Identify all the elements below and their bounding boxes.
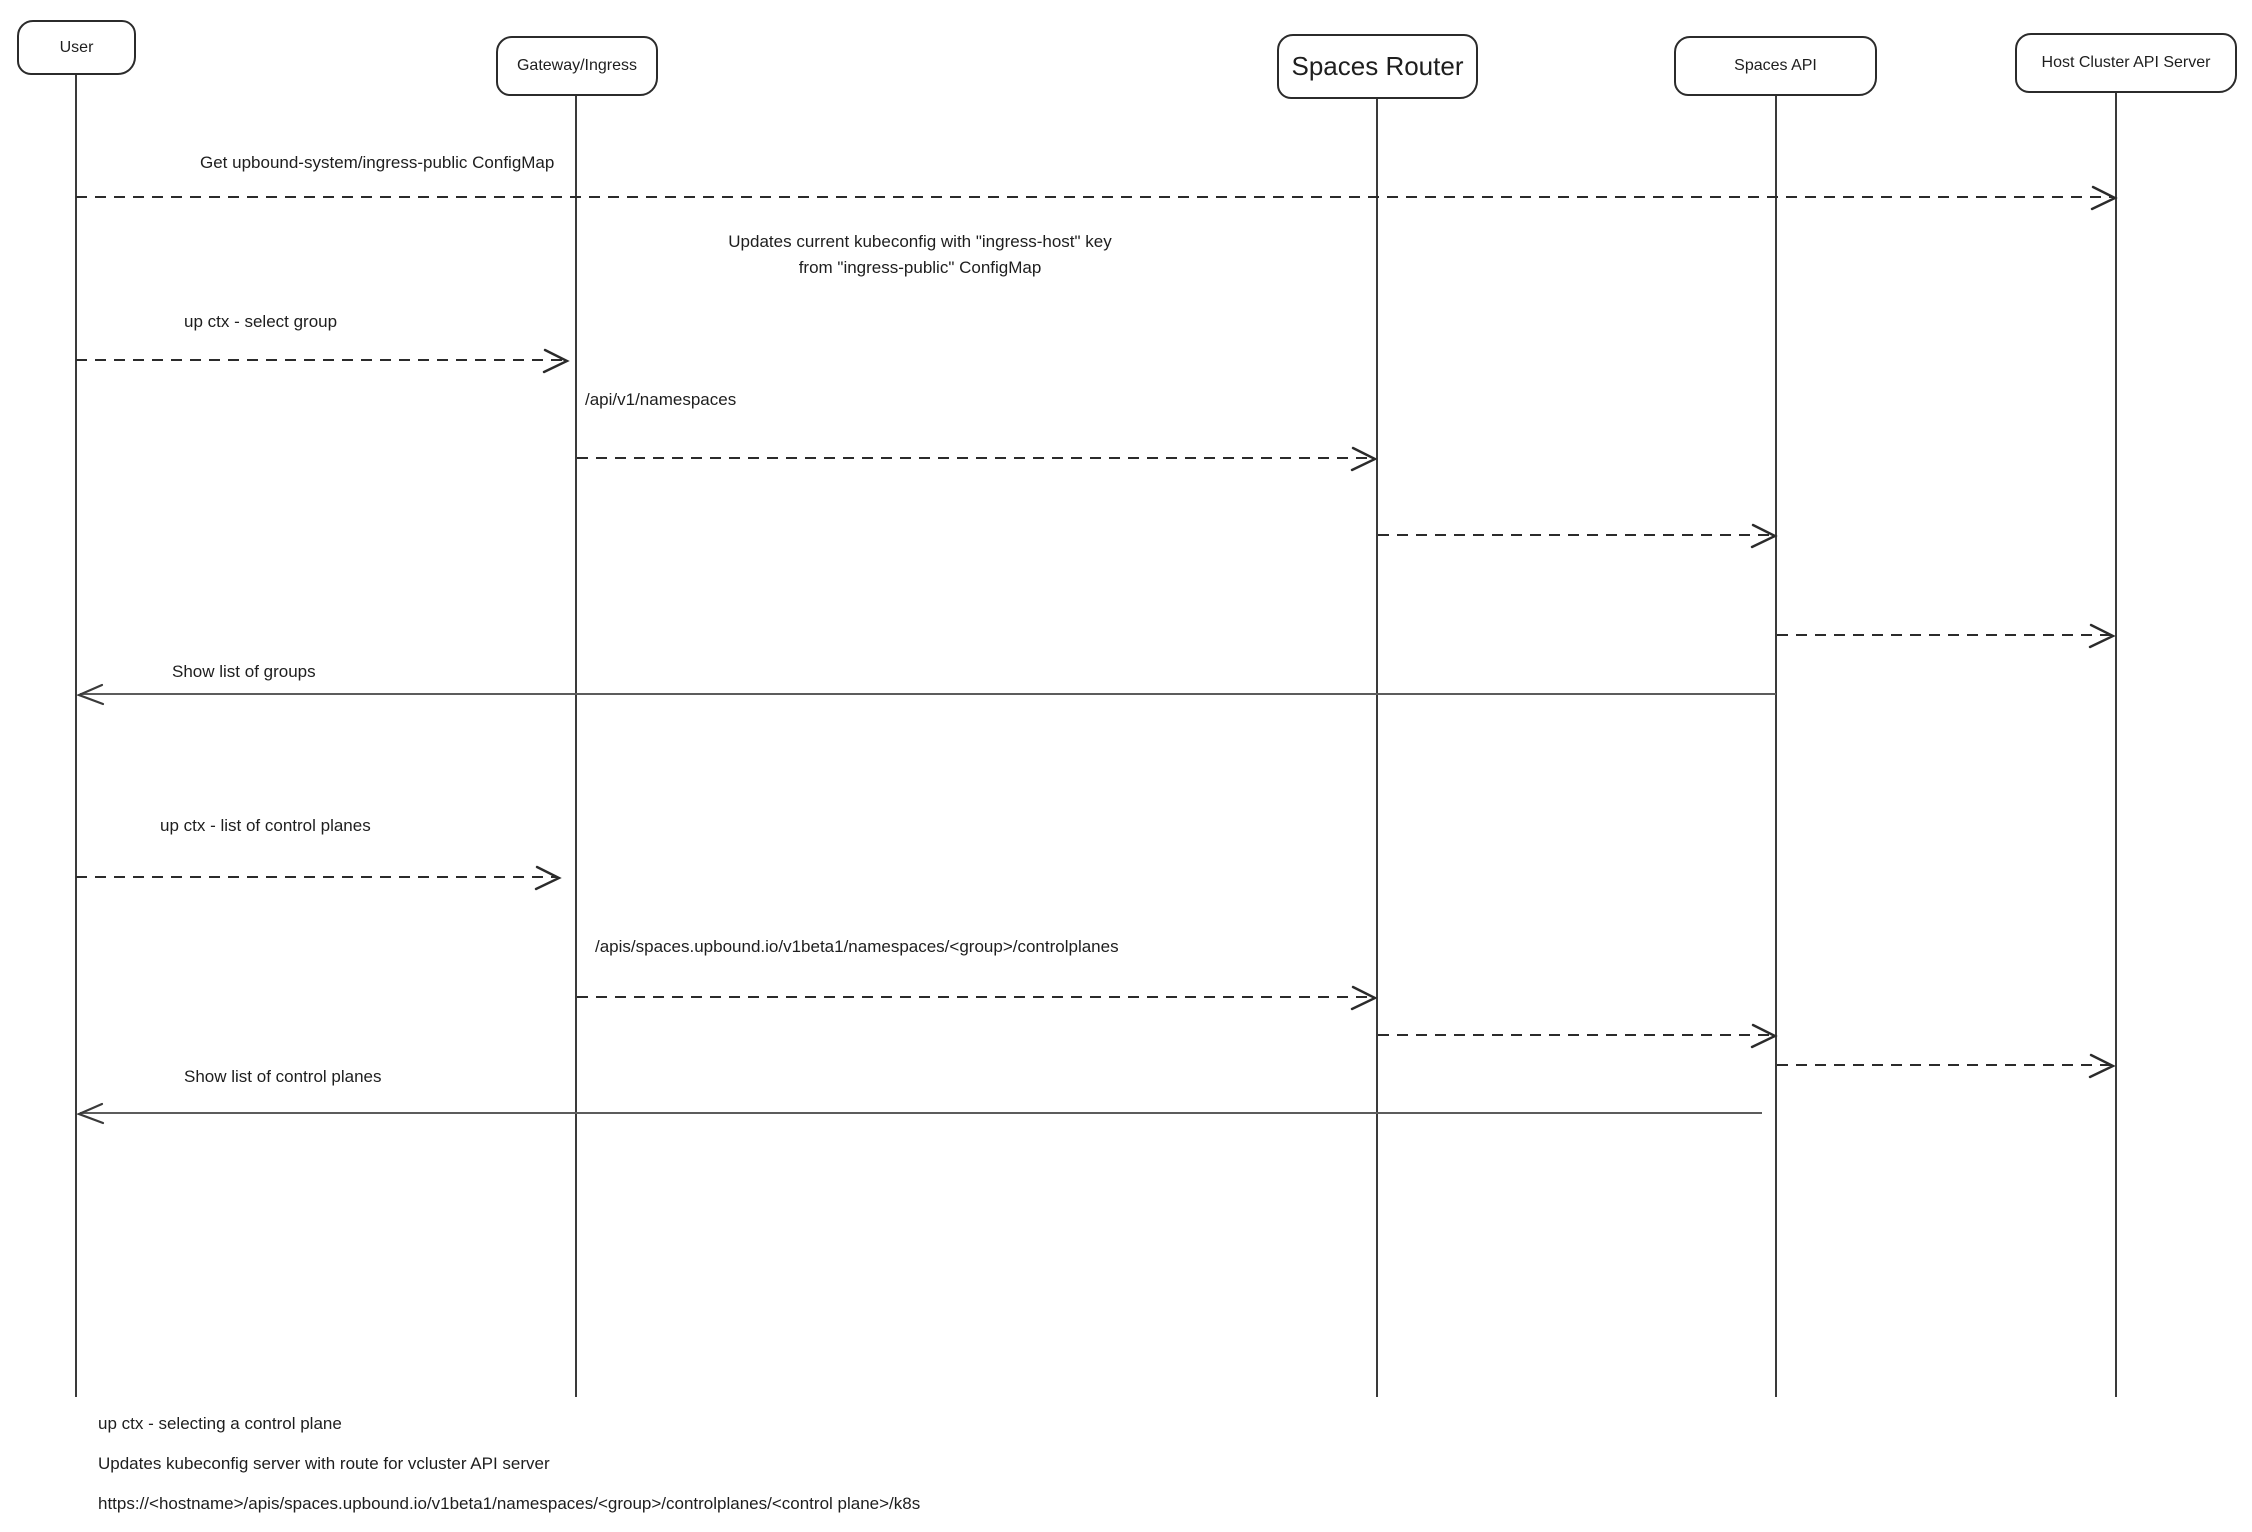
arrowhead-right-icon xyxy=(1750,1023,1778,1049)
message-line-show-groups xyxy=(80,693,1776,695)
arrowhead-right-icon xyxy=(542,348,570,374)
message-label-api-namespaces: /api/v1/namespaces xyxy=(585,390,737,409)
message-line-list-control-planes xyxy=(76,876,556,878)
note-line-2: from "ingress-public" ConfigMap xyxy=(798,258,1042,277)
arrowhead-right-icon xyxy=(1350,985,1378,1011)
footer-note-selecting-control-plane: up ctx - selecting a control plane xyxy=(98,1414,342,1433)
actor-label: Spaces API xyxy=(1734,57,1817,74)
note-kubeconfig-update: Updates current kubeconfig with "ingress… xyxy=(720,229,1120,281)
actor-label: Host Cluster API Server xyxy=(2041,54,2211,71)
lifeline-host-cluster-api-server xyxy=(2115,92,2117,1397)
arrowhead-right-icon xyxy=(1350,446,1378,472)
message-line-get-configmap xyxy=(76,196,2112,198)
arrowhead-left-icon xyxy=(76,1102,105,1125)
footer-note-vcluster-url: https://<hostname>/apis/spaces.upbound.i… xyxy=(98,1494,921,1513)
arrowhead-right-icon xyxy=(2090,185,2118,211)
message-line-show-control-planes xyxy=(80,1112,1762,1114)
lifeline-gateway-ingress xyxy=(575,95,577,1397)
actor-box-spaces-router: Spaces Router xyxy=(1277,34,1478,99)
lifeline-spaces-api xyxy=(1775,95,1777,1397)
message-line-api-namespaces xyxy=(577,457,1373,459)
arrowhead-right-icon xyxy=(534,865,562,891)
actor-box-host-cluster-api-server: Host Cluster API Server xyxy=(2015,33,2237,93)
note-line-1: Updates current kubeconfig with "ingress… xyxy=(728,232,1112,251)
lifeline-user xyxy=(75,74,77,1397)
message-line-select-group xyxy=(76,359,564,361)
actor-label: Gateway/Ingress xyxy=(516,57,638,74)
message-line-router-to-api xyxy=(1378,534,1772,536)
lifeline-spaces-router xyxy=(1376,98,1378,1397)
message-line-api-to-host xyxy=(1777,634,2110,636)
message-label-list-control-planes: up ctx - list of control planes xyxy=(160,816,371,835)
footer-note-updates-kubeconfig: Updates kubeconfig server with route for… xyxy=(98,1454,550,1473)
arrowhead-left-icon xyxy=(76,683,105,706)
message-line-controlplanes-api xyxy=(577,996,1373,998)
actor-box-user: User xyxy=(17,20,136,75)
arrowhead-right-icon xyxy=(2088,1053,2116,1079)
actor-label: User xyxy=(59,38,94,56)
message-label-show-groups: Show list of groups xyxy=(172,662,316,681)
message-label-controlplanes-api: /apis/spaces.upbound.io/v1beta1/namespac… xyxy=(595,937,1119,956)
message-label-show-control-planes: Show list of control planes xyxy=(184,1067,382,1086)
message-line-api-to-host-2 xyxy=(1777,1064,2110,1066)
message-label-select-group: up ctx - select group xyxy=(184,312,338,331)
actor-box-spaces-api: Spaces API xyxy=(1674,36,1877,96)
actor-box-gateway-ingress: Gateway/Ingress xyxy=(496,36,658,96)
message-label-get-configmap: Get upbound-system/ingress-public Config… xyxy=(200,153,555,172)
arrowhead-right-icon xyxy=(2088,623,2116,649)
message-line-router-to-api-2 xyxy=(1378,1034,1772,1036)
arrowhead-right-icon xyxy=(1750,523,1778,549)
actor-label: Spaces Router xyxy=(1291,51,1464,81)
